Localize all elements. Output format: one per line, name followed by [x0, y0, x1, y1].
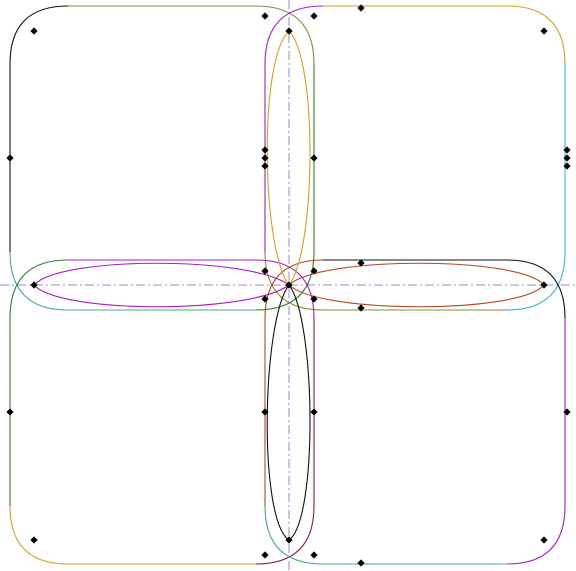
top-right-lobe-edge-4 — [264, 5, 324, 252]
node-marker[interactable] — [285, 27, 293, 35]
node-marker[interactable] — [261, 408, 269, 416]
node-marker[interactable] — [310, 154, 318, 162]
node-marker[interactable] — [540, 281, 548, 289]
node-marker[interactable] — [563, 146, 571, 154]
bottom-left-lobe-edge-3 — [9, 505, 256, 565]
node-marker[interactable] — [357, 304, 365, 312]
top-left-lobe-edge-3 — [9, 251, 256, 311]
node-marker[interactable] — [30, 281, 38, 289]
node-marker[interactable] — [563, 162, 571, 170]
node-marker[interactable] — [310, 295, 318, 303]
node-marker[interactable] — [261, 295, 269, 303]
nodes-group — [6, 4, 571, 567]
node-marker[interactable] — [6, 154, 14, 162]
node-marker[interactable] — [261, 12, 269, 20]
top-right-lobe-edge-1 — [323, 5, 566, 65]
node-marker[interactable] — [310, 12, 318, 20]
node-marker[interactable] — [563, 408, 571, 416]
node-marker[interactable] — [6, 408, 14, 416]
node-marker[interactable] — [540, 27, 548, 35]
node-marker[interactable] — [357, 559, 365, 567]
node-marker[interactable] — [261, 146, 269, 154]
node-marker[interactable] — [30, 27, 38, 35]
node-marker[interactable] — [310, 267, 318, 275]
node-marker[interactable] — [261, 154, 269, 162]
top-left-lobe-edge-4 — [9, 5, 69, 252]
lobes-group — [9, 5, 566, 565]
bottom-left-lobe-edge-1 — [68, 259, 315, 319]
node-marker[interactable] — [357, 259, 365, 267]
node-marker[interactable] — [30, 536, 38, 544]
top-right-lobe-edge-2 — [506, 64, 566, 311]
node-marker[interactable] — [563, 154, 571, 162]
node-marker[interactable] — [540, 536, 548, 544]
node-marker[interactable] — [261, 267, 269, 275]
bottom-right-lobe-edge-1 — [323, 259, 566, 319]
node-marker[interactable] — [285, 281, 293, 289]
bottom-right-lobe-edge-3 — [264, 505, 507, 565]
bottom-left-lobe — [9, 259, 315, 565]
bottom-right-lobe — [264, 259, 566, 565]
top-left-lobe-edge-1 — [68, 5, 315, 65]
bottom-right-lobe-edge-2 — [506, 318, 566, 565]
node-marker[interactable] — [310, 408, 318, 416]
bottom-right-lobe-edge-4 — [264, 259, 324, 506]
node-marker[interactable] — [261, 162, 269, 170]
node-marker[interactable] — [357, 4, 365, 12]
node-marker[interactable] — [261, 551, 269, 559]
bottom-left-lobe-edge-4 — [9, 259, 69, 506]
node-marker[interactable] — [285, 536, 293, 544]
bottom-left-lobe-edge-2 — [255, 318, 315, 565]
node-marker[interactable] — [310, 551, 318, 559]
